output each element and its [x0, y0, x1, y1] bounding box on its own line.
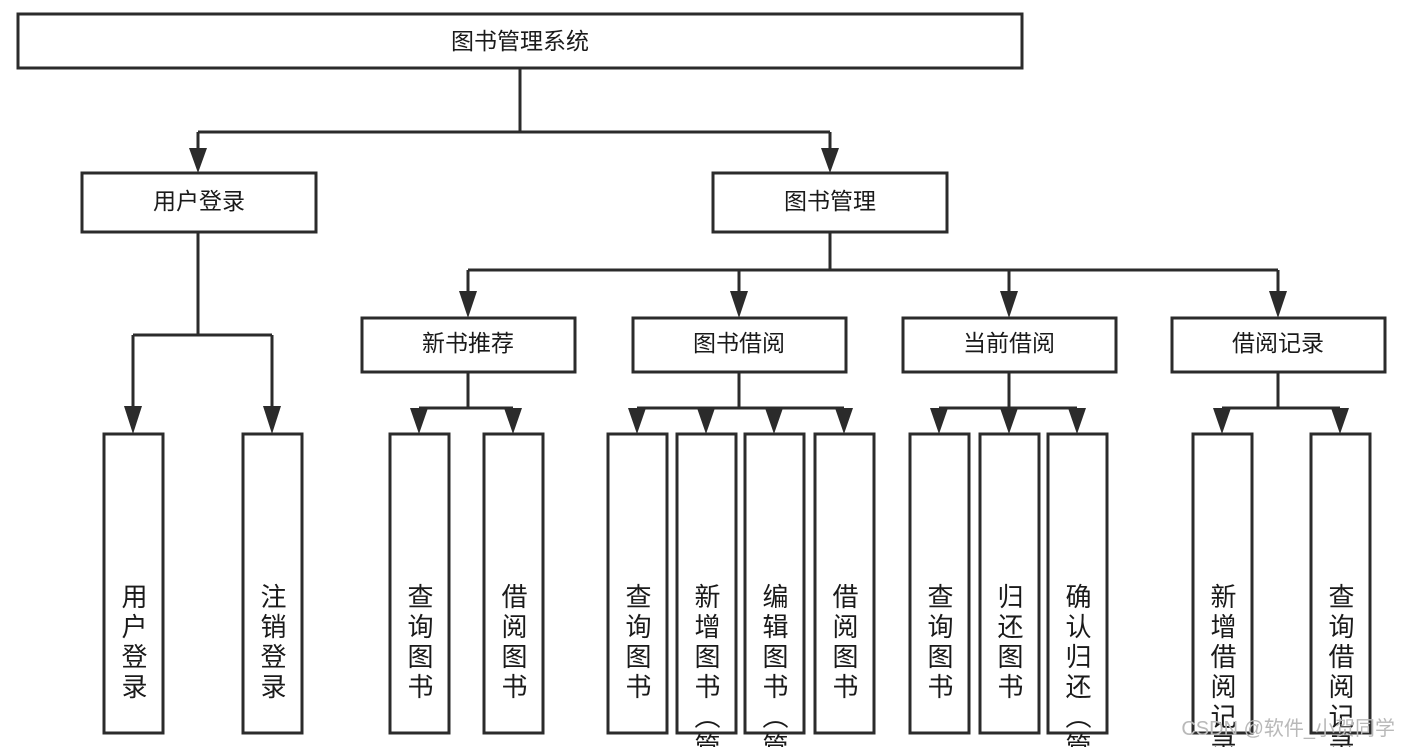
- node-leaf-user-login[interactable]: 用户登录: [102, 432, 165, 735]
- node-borrow-record[interactable]: 借阅记录: [1170, 316, 1387, 374]
- arrow-head-new-book-recommend: [459, 291, 477, 318]
- node-leaf-query-book-2[interactable]: 查询图书: [606, 432, 669, 735]
- node-leaf-query-record-box[interactable]: [1309, 432, 1372, 735]
- node-leaf-add-record-box[interactable]: [1191, 432, 1254, 735]
- arrow-head-leaf-confirm-return: [1068, 408, 1086, 434]
- node-book-borrow-box[interactable]: [631, 316, 848, 374]
- node-leaf-query-book-3-box[interactable]: [908, 432, 971, 735]
- node-new-book-recommend-label: 新书推荐: [422, 330, 514, 356]
- arrow-head-leaf-query-book-2: [628, 408, 646, 434]
- node-leaf-borrow-book-1[interactable]: 借阅图书: [482, 432, 545, 735]
- node-leaf-query-record-label: 查询借阅记录: [1325, 583, 1355, 747]
- node-user-login-label: 用户登录: [153, 188, 245, 214]
- arrow-head-leaf-add-record: [1213, 408, 1231, 434]
- arrow-head-leaf-borrow-book-1: [504, 408, 522, 434]
- arrow-head-leaf-user-login: [124, 406, 142, 434]
- node-leaf-confirm-return-label: 确认归还（管理员）: [1062, 583, 1092, 747]
- node-leaf-logout-login-label: 注销登录: [257, 583, 287, 703]
- node-leaf-user-login-box[interactable]: [102, 432, 165, 735]
- node-leaf-add-book[interactable]: 新增图书（管理员）: [675, 432, 738, 747]
- arrow-head-borrow-record: [1269, 291, 1287, 318]
- node-leaf-query-book-3[interactable]: 查询图书: [908, 432, 971, 735]
- node-leaf-return-book-box[interactable]: [978, 432, 1041, 735]
- arrow-head-user-login: [189, 148, 207, 173]
- node-leaf-edit-book[interactable]: 编辑图书（管理员）: [743, 432, 806, 747]
- node-leaf-return-book-label: 归还图书: [994, 583, 1024, 703]
- node-user-login-box[interactable]: [80, 171, 318, 234]
- node-book-management-box[interactable]: [711, 171, 949, 234]
- node-leaf-borrow-book-1-box[interactable]: [482, 432, 545, 735]
- node-current-borrow[interactable]: 当前借阅: [901, 316, 1118, 374]
- node-book-management-label: 图书管理: [784, 188, 876, 214]
- arrow-head-book-management: [821, 148, 839, 173]
- node-current-borrow-box[interactable]: [901, 316, 1118, 374]
- node-leaf-add-record[interactable]: 新增借阅记录: [1191, 432, 1254, 747]
- node-user-login[interactable]: 用户登录: [80, 171, 318, 234]
- node-book-borrow-label: 图书借阅: [693, 330, 785, 356]
- node-leaf-borrow-book-2[interactable]: 借阅图书: [813, 432, 876, 735]
- node-leaf-query-book-1-label: 查询图书: [404, 583, 434, 703]
- node-leaf-confirm-return-box[interactable]: [1046, 432, 1109, 735]
- node-new-book-recommend-box[interactable]: [360, 316, 577, 374]
- node-book-borrow[interactable]: 图书借阅: [631, 316, 848, 374]
- node-leaf-add-record-label: 新增借阅记录: [1207, 583, 1237, 747]
- connector-layer: [124, 68, 1349, 434]
- node-leaf-edit-book-box[interactable]: [743, 432, 806, 735]
- node-leaf-query-record[interactable]: 查询借阅记录: [1309, 432, 1372, 747]
- node-leaf-query-book-1[interactable]: 查询图书: [388, 432, 451, 735]
- node-leaf-query-book-2-label: 查询图书: [622, 583, 652, 703]
- node-root-label: 图书管理系统: [451, 28, 589, 54]
- arrow-head-leaf-query-book-3: [930, 408, 948, 434]
- node-borrow-record-label: 借阅记录: [1232, 330, 1324, 356]
- node-leaf-borrow-book-2-label: 借阅图书: [829, 583, 859, 703]
- node-new-book-recommend[interactable]: 新书推荐: [360, 316, 577, 374]
- node-leaf-logout-login-box[interactable]: [241, 432, 304, 735]
- node-leaf-query-book-2-box[interactable]: [606, 432, 669, 735]
- node-borrow-record-box[interactable]: [1170, 316, 1387, 374]
- node-leaf-borrow-book-1-label: 借阅图书: [498, 583, 528, 703]
- node-leaf-user-login-label: 用户登录: [118, 583, 148, 703]
- arrow-head-book-borrow: [730, 291, 748, 318]
- node-current-borrow-label: 当前借阅: [963, 330, 1055, 356]
- node-root[interactable]: 图书管理系统: [16, 12, 1024, 70]
- node-leaf-add-book-label: 新增图书（管理员）: [691, 583, 721, 747]
- arrow-head-leaf-add-book: [697, 408, 715, 434]
- node-root-box[interactable]: [16, 12, 1024, 70]
- node-leaf-query-book-3-label: 查询图书: [924, 583, 954, 703]
- arrow-head-leaf-query-book-1: [410, 408, 428, 434]
- csdn-watermark: CSDN @软件_小贺同学: [1181, 718, 1395, 740]
- arrow-head-leaf-borrow-book-2: [835, 408, 853, 434]
- node-leaf-logout-login[interactable]: 注销登录: [241, 432, 304, 735]
- node-leaf-borrow-book-2-box[interactable]: [813, 432, 876, 735]
- node-leaf-query-book-1-box[interactable]: [388, 432, 451, 735]
- node-leaf-edit-book-label: 编辑图书（管理员）: [759, 583, 789, 747]
- node-leaf-confirm-return[interactable]: 确认归还（管理员）: [1046, 432, 1109, 747]
- arrow-head-current-borrow: [1000, 291, 1018, 318]
- node-book-management[interactable]: 图书管理: [711, 171, 949, 234]
- arrow-head-leaf-return-book: [1000, 408, 1018, 434]
- arrow-head-leaf-edit-book: [765, 408, 783, 434]
- arrow-head-leaf-logout-login: [263, 406, 281, 434]
- node-leaf-add-book-box[interactable]: [675, 432, 738, 735]
- node-leaf-return-book[interactable]: 归还图书: [978, 432, 1041, 735]
- arrow-head-leaf-query-record: [1331, 408, 1349, 434]
